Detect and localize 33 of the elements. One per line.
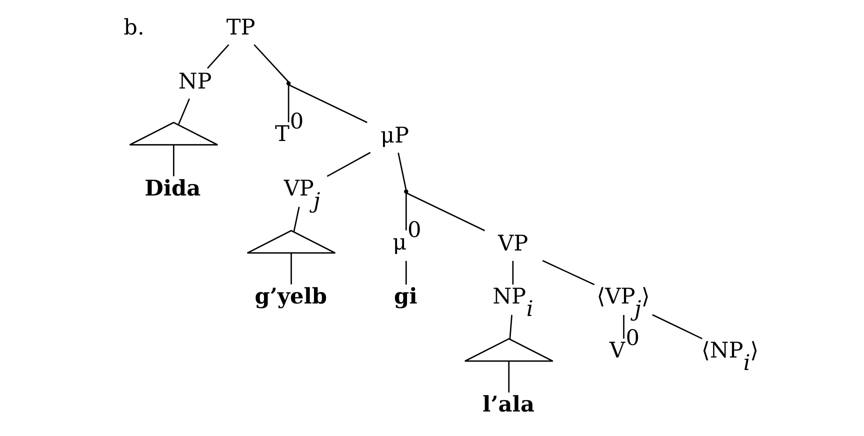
connector	[512, 260, 514, 284]
connector	[404, 192, 406, 230]
node-triangle	[128, 121, 218, 146]
connector	[397, 152, 406, 190]
connector	[288, 84, 367, 123]
connector	[404, 260, 406, 284]
connector	[206, 44, 229, 68]
connector	[287, 84, 289, 122]
connector	[253, 44, 288, 82]
connector	[177, 98, 190, 124]
node-text: l’ala	[482, 392, 534, 418]
connector	[406, 192, 485, 231]
connector	[508, 360, 510, 392]
connector	[542, 260, 594, 285]
connector	[508, 314, 512, 339]
node-point	[286, 80, 290, 85]
label: b.	[123, 14, 144, 40]
node-point	[404, 188, 408, 194]
node-text: g’yelb	[254, 284, 327, 309]
node-text: Dida	[144, 176, 200, 201]
node-text: NP	[178, 68, 212, 94]
connector	[290, 252, 292, 284]
node-text: μP	[380, 123, 409, 148]
connector	[652, 314, 702, 339]
node-text: gi	[393, 284, 417, 309]
node-text: TP	[226, 14, 255, 40]
connector	[326, 151, 370, 176]
node-triangle	[246, 229, 336, 254]
connector	[172, 144, 174, 176]
connector	[292, 206, 300, 232]
node-triangle	[464, 338, 553, 362]
node-text: VP	[498, 231, 528, 256]
connector	[622, 314, 624, 338]
